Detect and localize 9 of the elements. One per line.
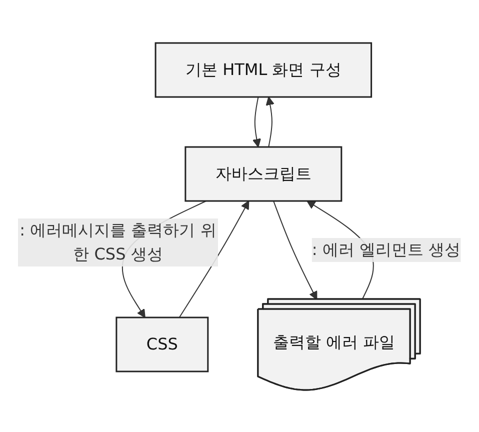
node-box: 자바스크립트 [184, 146, 342, 202]
node-box: CSS [116, 316, 209, 372]
arrow [252, 96, 262, 147]
arrow [273, 200, 318, 300]
node-box: 기본 HTML 화면 구성 [155, 42, 372, 98]
edge-label: : 에러 엘리먼트 생성 [312, 240, 461, 259]
arrow [266, 96, 275, 147]
arrow [179, 200, 250, 318]
edge-label: : 에러메시지를 출력하기 위한 CSS 생성 [20, 220, 217, 264]
